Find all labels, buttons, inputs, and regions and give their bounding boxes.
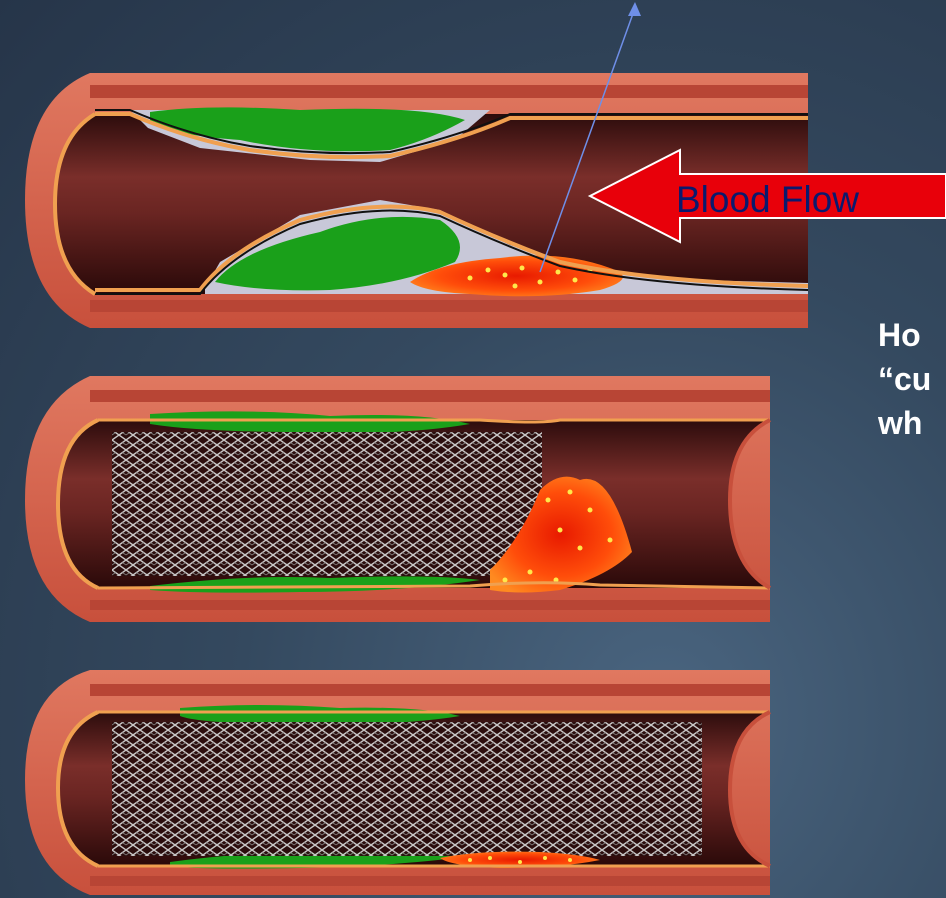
blood-flow-label: Blood Flow bbox=[676, 181, 859, 218]
side-text-line-2: “cu bbox=[878, 357, 946, 401]
side-text: Ho “cu wh bbox=[878, 313, 946, 445]
panel-stent-residual bbox=[25, 670, 770, 895]
panel-stent-thrombus bbox=[25, 376, 770, 622]
side-text-line-3: wh bbox=[878, 401, 946, 445]
stent-mesh bbox=[112, 722, 702, 856]
side-text-line-1: Ho bbox=[878, 313, 946, 357]
stent-mesh bbox=[112, 432, 542, 576]
